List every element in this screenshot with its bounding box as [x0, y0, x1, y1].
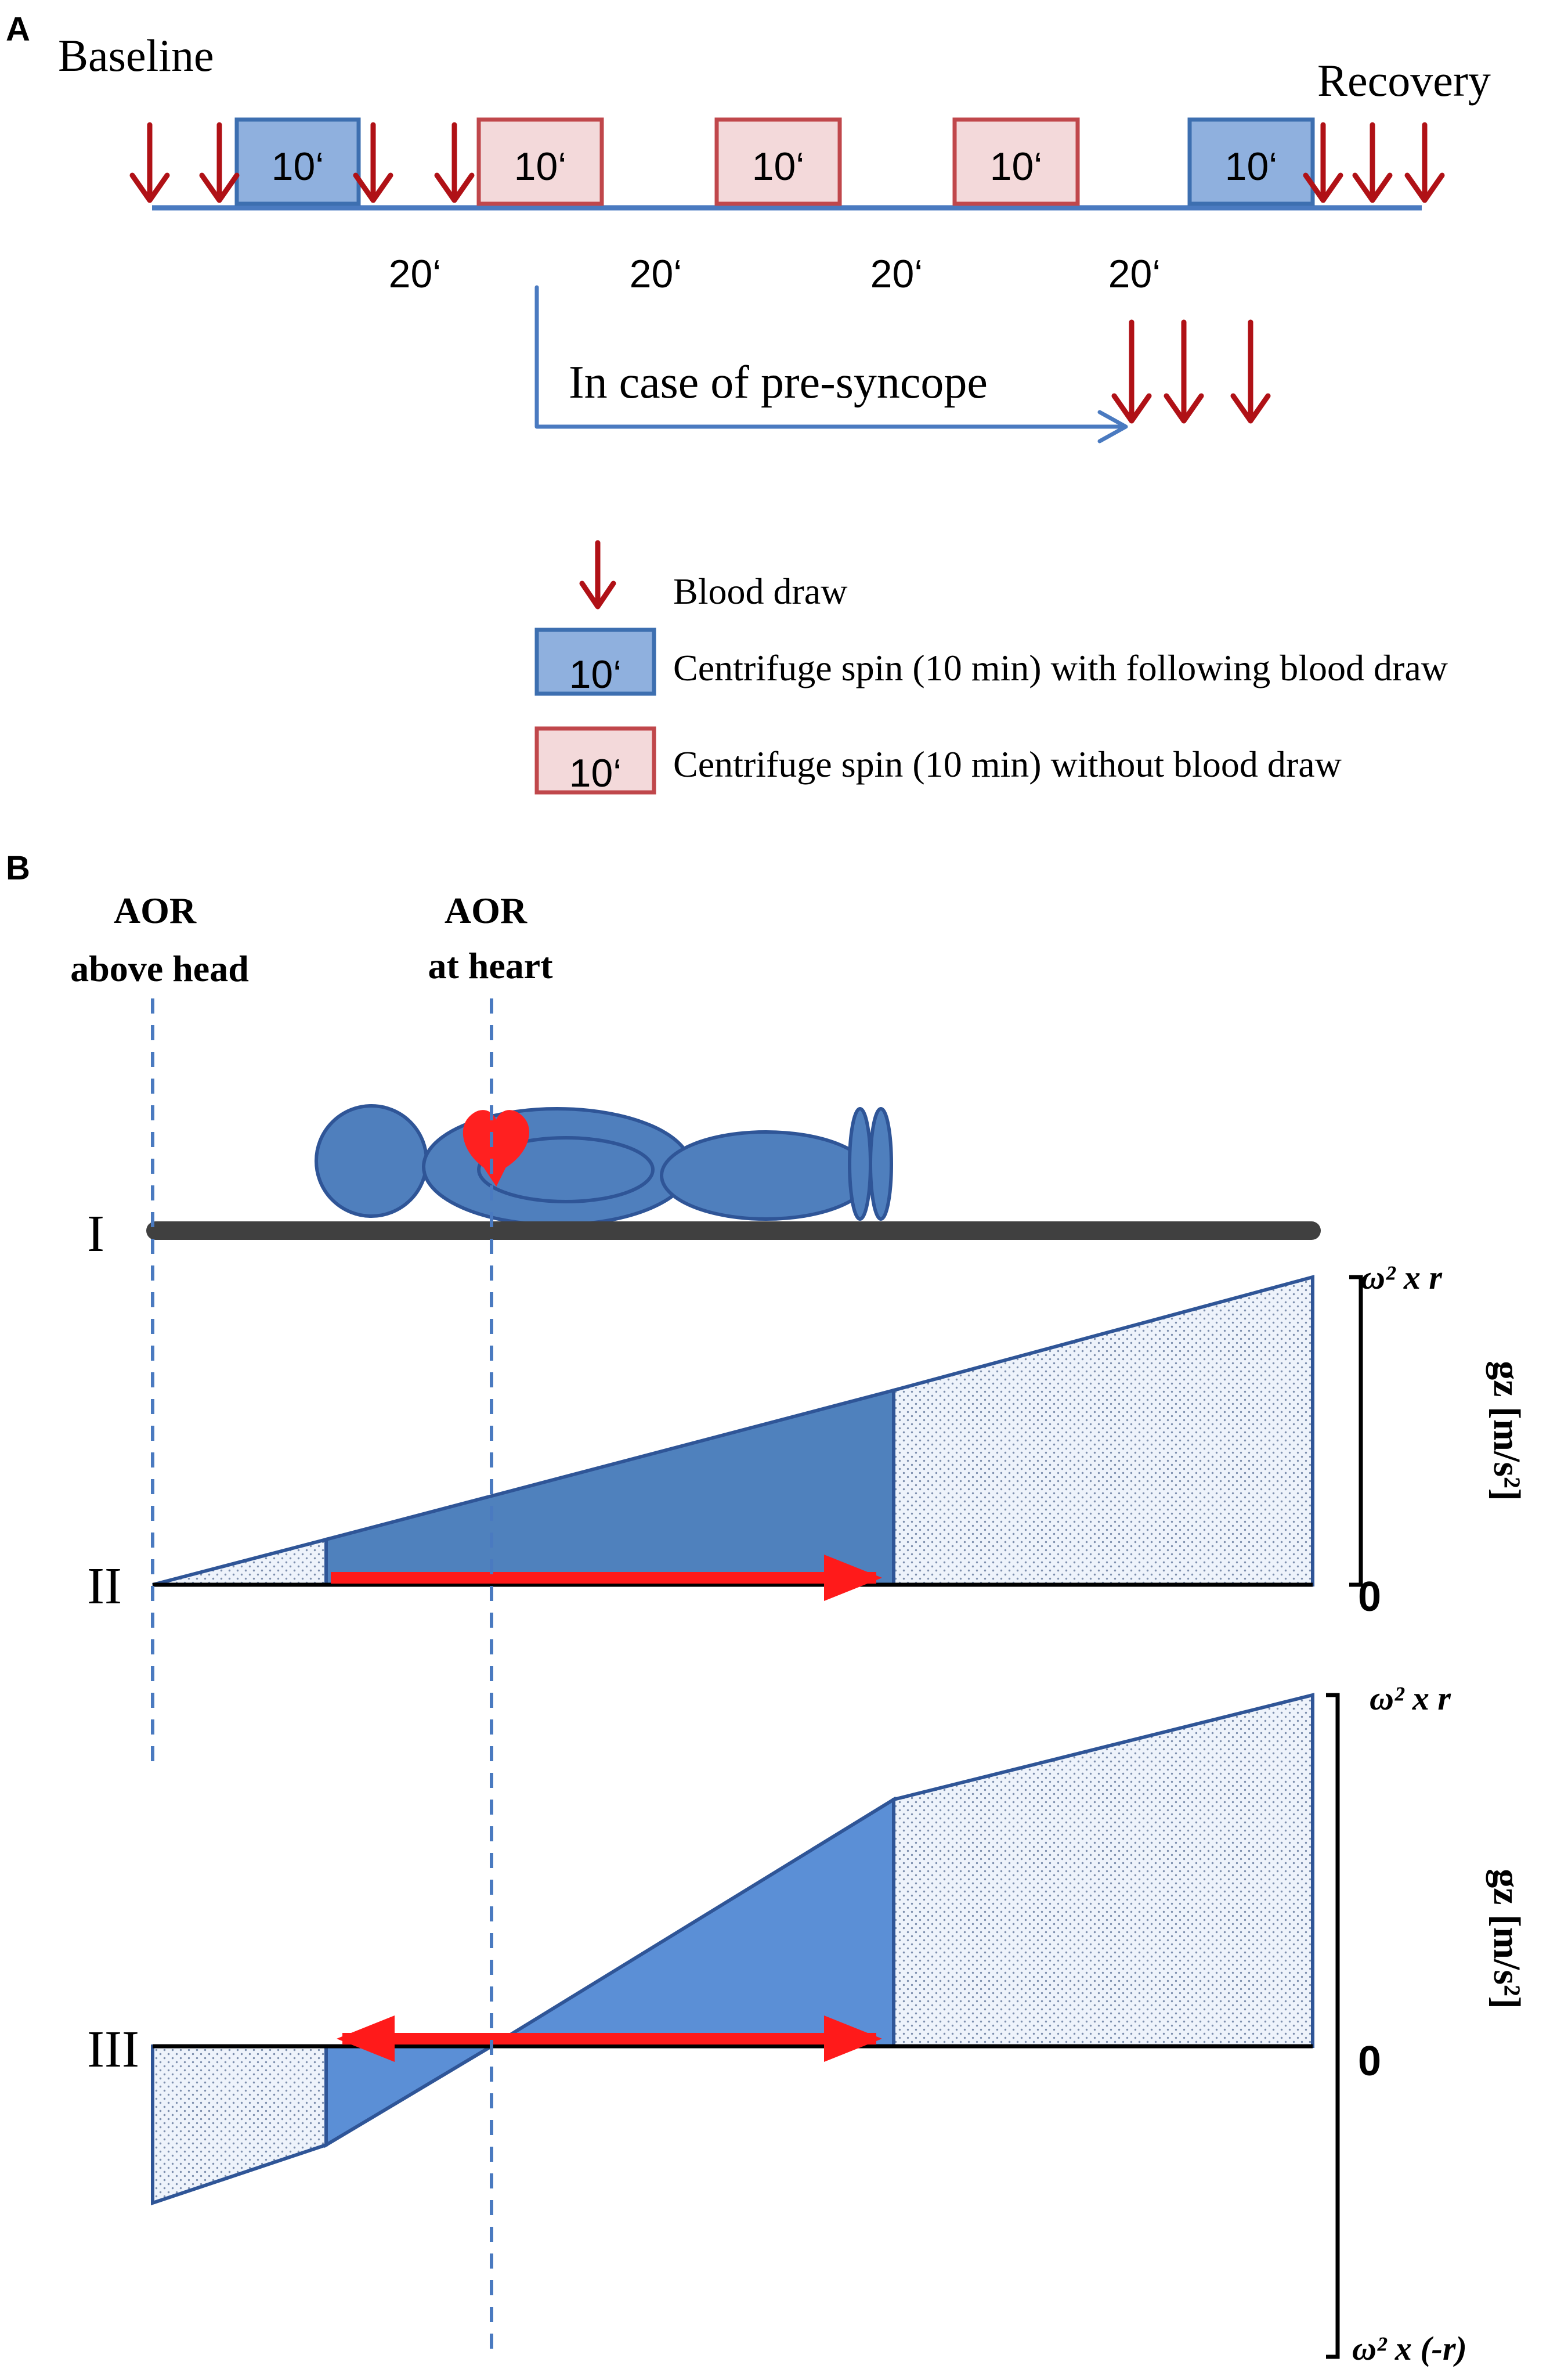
legend-blood-draw: Blood draw — [579, 540, 847, 612]
interval-label: 20‘ — [630, 252, 682, 296]
gz-region-body — [324, 1388, 895, 1586]
axis-iii-bottom-label: ω² x (-r) — [1352, 2330, 1467, 2367]
spin-box-label: 10‘ — [752, 145, 805, 189]
presyncope-label: In case of pre-syncope — [569, 357, 988, 408]
axis-ii-label: gz [m/s²] — [1486, 1361, 1528, 1501]
legend-spin-with-box-label: 10‘ — [569, 652, 622, 697]
spin-box-label: 10‘ — [514, 145, 567, 189]
legend-spin-without-box-label: 10‘ — [569, 751, 622, 795]
gz-region-head — [151, 2045, 328, 2206]
spin-box: 10‘ — [1187, 117, 1315, 206]
spin-box: 10‘ — [714, 117, 842, 206]
subject-legs — [660, 1130, 872, 1221]
spin-box: 10‘ — [952, 117, 1080, 206]
aor-above-head-label: AOR above head — [70, 890, 249, 989]
blood-draw-arrow — [1111, 319, 1152, 424]
legend-spin-without-label: Centrifuge spin (10 min) without blood d… — [673, 744, 1342, 785]
blood-draw-arrow — [1352, 122, 1393, 203]
subject-feet — [869, 1107, 893, 1221]
legend-spin-without: 10‘ Centrifuge spin (10 min) without blo… — [534, 726, 1342, 795]
spin-box-label: 10‘ — [272, 145, 324, 189]
panel-a-label: A — [6, 10, 30, 48]
gz-region-body-negative — [324, 2045, 498, 2148]
axis-iii-zero: 0 — [1358, 2038, 1381, 2085]
gz-wedge-ii — [152, 1275, 1314, 1587]
recovery-label: Recovery — [1317, 55, 1491, 106]
subject-head — [315, 1104, 428, 1218]
panel-b: B AOR above head AOR at heart I II — [6, 849, 1528, 2367]
gz-region-feet — [892, 1275, 1314, 1586]
gz-region-body-positive — [485, 1796, 895, 2048]
axis-ii-top-label: ω² x r — [1361, 1259, 1442, 1296]
gz-region-feet — [892, 1693, 1314, 2048]
blood-draw-arrow — [129, 122, 170, 203]
spin-box: 10‘ — [476, 117, 604, 206]
heart-icon — [463, 1110, 529, 1187]
gz-axis-ii: ω² x r gz [m/s²] 0 — [1349, 1259, 1528, 1620]
panel-b-label: B — [6, 849, 30, 887]
gz-wedge-iii — [151, 1693, 1314, 2206]
spin-box-label: 10‘ — [990, 145, 1043, 189]
blood-draw-arrow — [1404, 122, 1445, 203]
gz-axis-iii: ω² x r gz [m/s²] 0 ω² x (-r) — [1326, 1679, 1528, 2367]
baseline-label: Baseline — [58, 30, 214, 81]
legend: Blood draw 10‘ Centrifuge spin (10 min) … — [534, 540, 1448, 795]
aor-at-heart-label: AOR at heart — [428, 890, 553, 986]
gz-region-head — [152, 1537, 328, 1586]
row-label-ii: II — [87, 1557, 122, 1615]
panel-a: A Baseline Recovery 10‘ 10‘ 10‘ 10‘ 10‘ — [6, 10, 1491, 795]
legend-blood-draw-label: Blood draw — [673, 571, 847, 612]
interval-label: 20‘ — [389, 252, 442, 296]
axis-iii-label: gz [m/s²] — [1486, 1869, 1528, 2009]
row-label-iii: III — [87, 2021, 139, 2078]
blood-draw-arrow — [1303, 122, 1343, 203]
spin-box: 10‘ — [234, 117, 361, 206]
interval-label: 20‘ — [1108, 252, 1161, 296]
blood-draw-arrow — [353, 122, 393, 203]
row-label-i: I — [87, 1205, 104, 1263]
interval-label: 20‘ — [870, 252, 923, 296]
subject-figure — [315, 1104, 893, 1227]
blood-draw-arrow — [1164, 319, 1204, 424]
blood-draw-arrow — [579, 540, 616, 610]
presyncope-arrow — [534, 285, 1128, 443]
blood-draw-arrow — [434, 122, 475, 203]
subject-feet — [848, 1107, 872, 1221]
blood-draw-arrow — [199, 122, 240, 203]
axis-iii-top-label: ω² x r — [1370, 1679, 1451, 1717]
legend-spin-with: 10‘ Centrifuge spin (10 min) with follow… — [534, 628, 1448, 697]
legend-spin-with-label: Centrifuge spin (10 min) with following … — [673, 647, 1448, 688]
spin-box-label: 10‘ — [1225, 145, 1278, 189]
axis-ii-zero: 0 — [1358, 1574, 1381, 1620]
blood-draw-arrow — [1230, 319, 1271, 424]
subject-waist — [477, 1136, 655, 1203]
